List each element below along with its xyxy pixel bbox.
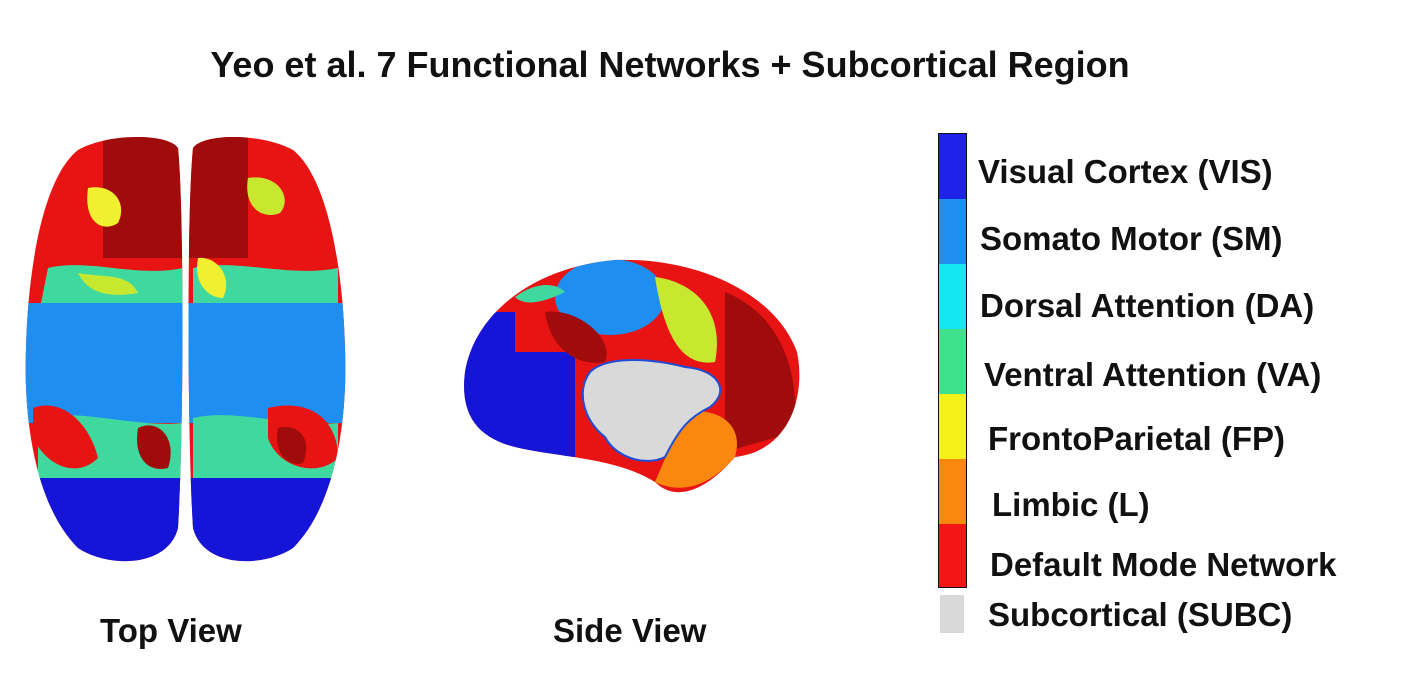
network-colorbar [938,133,967,588]
legend-label-dmn: Default Mode Network [990,546,1337,583]
legend-label-da: Dorsal Attention (DA) [980,287,1315,324]
dmn-swatch [939,524,966,587]
top-view-brain-image [25,136,346,562]
legend-label-subc: Subcortical (SUBC) [988,596,1293,633]
legend-label-fp: FrontoParietal (FP) [988,420,1286,457]
legend-label-sm: Somato Motor (SM) [980,220,1283,257]
sm-swatch [939,199,966,264]
fp-swatch [939,394,966,459]
top-view-label: Top View [100,612,242,649]
va-swatch [939,329,966,394]
legend-label-vis: Visual Cortex (VIS) [978,153,1273,190]
side-view-label: Side View [553,612,707,649]
figure-title: Yeo et al. 7 Functional Networks + Subco… [210,44,1130,85]
limbic-swatch [939,459,966,524]
legend-label-va: Ventral Attention (VA) [984,356,1322,393]
vis-swatch [939,134,966,199]
da-swatch [939,264,966,329]
legend-label-limbic: Limbic (L) [992,486,1150,523]
side-view-brain-image [464,259,800,493]
subc-swatch [940,595,964,633]
